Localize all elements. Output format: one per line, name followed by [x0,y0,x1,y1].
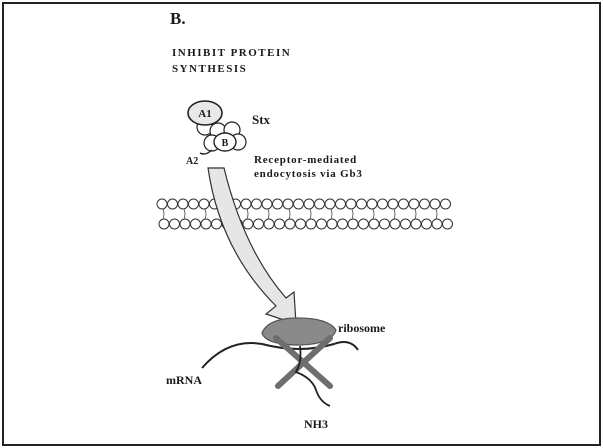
toxin-name: Stx [252,112,271,127]
lipid-head [357,199,367,209]
lipid-head [346,199,356,209]
lipid-head [401,219,411,229]
lipid-head [264,219,274,229]
lipid-head [422,219,432,229]
lipid-head [241,199,251,209]
lipid-head [262,199,272,209]
lipid-head [296,219,306,229]
lipid-head [283,199,293,209]
lipid-head [327,219,337,229]
lipid-head [443,219,453,229]
a2-subunit-label: A2 [186,156,198,167]
lipid-head [180,219,190,229]
lipid-head [336,199,346,209]
lipid-head [409,199,419,209]
lipid-head [159,219,169,229]
lipid-head [359,219,369,229]
lipid-head [432,219,442,229]
lipid-head [411,219,421,229]
lipid-head [275,219,285,229]
pathway-line-2: endocytosis via Gb3 [254,168,363,180]
lipid-head [252,199,262,209]
lipid-head [189,199,199,209]
b-subunit-label: B [222,138,229,149]
ribosome-label: ribosome [338,321,386,335]
panel-label: B. [170,9,186,28]
lipid-head [191,219,201,229]
heading-line-1: INHIBIT PROTEIN [172,47,291,59]
pathway-line-1: Receptor-mediated [254,154,357,166]
lipid-head [430,199,440,209]
lipid-head [254,219,264,229]
lipid-head [285,219,295,229]
lipid-head [348,219,358,229]
heading-line-2: SYNTHESIS [172,63,247,75]
lipid-head [338,219,348,229]
lipid-head [367,199,377,209]
lipid-head [170,219,180,229]
mrna-label: mRNA [166,373,202,387]
a1-subunit-label: A1 [198,108,211,120]
lipid-head [273,199,283,209]
lipid-head [243,219,253,229]
lipid-head [178,199,188,209]
lipid-head [315,199,325,209]
lipid-head [306,219,316,229]
lipid-head [317,219,327,229]
lipid-head [168,199,178,209]
lipid-head [294,199,304,209]
lipid-head [369,219,379,229]
lipid-head [441,199,451,209]
lipid-head [420,199,430,209]
lipid-head [380,219,390,229]
lipid-head [201,219,211,229]
lipid-head [325,199,335,209]
lipid-head [199,199,209,209]
lipid-head [157,199,167,209]
lipid-head [212,219,222,229]
lipid-head [399,199,409,209]
lipid-head [304,199,314,209]
nh3-label: NH3 [304,417,328,431]
lipid-head [378,199,388,209]
lipid-head [388,199,398,209]
lipid-head [390,219,400,229]
